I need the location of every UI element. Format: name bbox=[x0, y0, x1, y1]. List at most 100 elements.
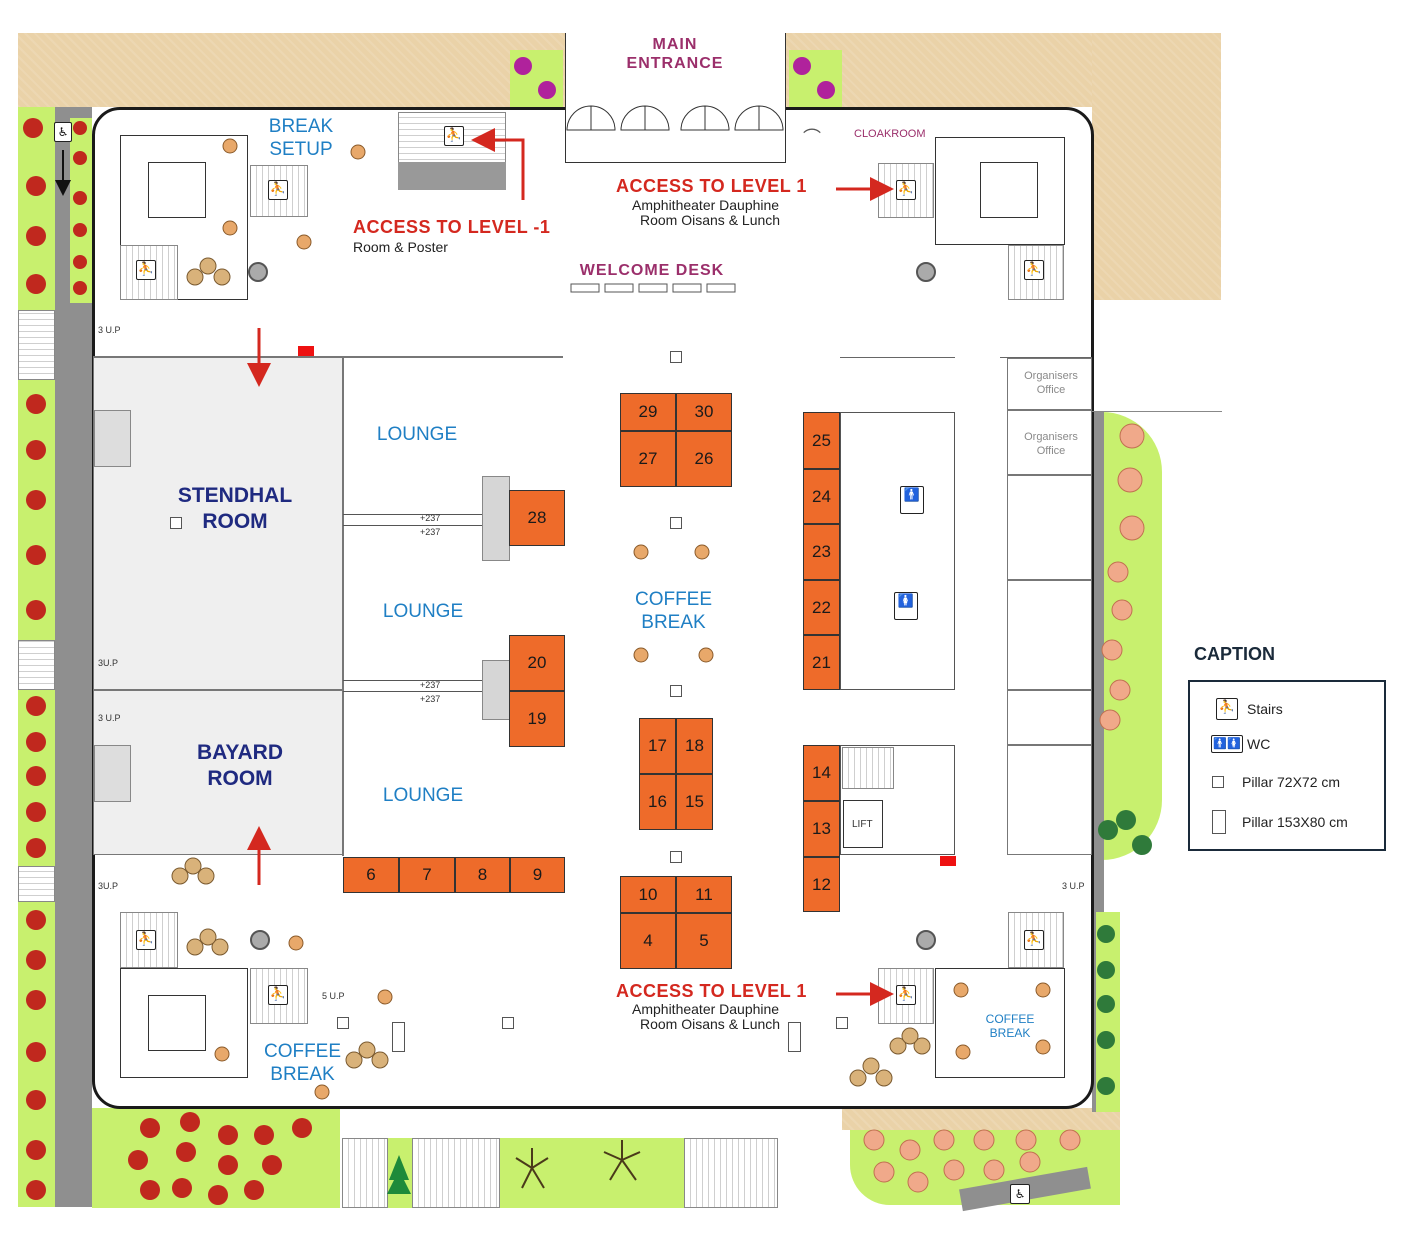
bayard-screen bbox=[94, 745, 131, 802]
terrace-bottom-right bbox=[842, 1108, 1120, 1130]
booth-16[interactable]: 16 bbox=[639, 774, 676, 830]
pillar-72 bbox=[836, 1017, 848, 1029]
booth-24[interactable]: 24 bbox=[803, 469, 840, 524]
bin-icon bbox=[250, 930, 270, 950]
screen-mark: +237 bbox=[420, 527, 441, 537]
booth-22[interactable]: 22 bbox=[803, 580, 840, 635]
stairs-bottom-left-1 bbox=[120, 912, 178, 968]
stairs-icon: ⛹ bbox=[136, 260, 156, 280]
office-3 bbox=[1007, 475, 1092, 580]
booth-18[interactable]: 18 bbox=[676, 718, 713, 774]
service-stairs bbox=[842, 747, 894, 789]
wc-men-icon: 🚹 bbox=[900, 486, 924, 514]
pillar-72 bbox=[502, 1017, 514, 1029]
welcome-desk-label: WELCOME DESK bbox=[579, 262, 725, 279]
booth-21[interactable]: 21 bbox=[803, 635, 840, 690]
stairs-icon: ⛹ bbox=[1024, 930, 1044, 950]
stairs-icon: ⛹ bbox=[1024, 260, 1044, 280]
stairs-icon: ⛹ bbox=[268, 180, 288, 200]
booth-20[interactable]: 20 bbox=[509, 635, 565, 691]
service-block bbox=[840, 745, 955, 855]
screen-mark: +237 bbox=[420, 680, 441, 690]
stair-core-top-right bbox=[935, 137, 1065, 245]
extinguisher-icon bbox=[298, 346, 314, 356]
lounge-label: LOUNGE bbox=[382, 785, 464, 806]
lounge-label: LOUNGE bbox=[382, 601, 464, 622]
steps-bottom-1 bbox=[412, 1138, 500, 1208]
garden-bottom-center bbox=[500, 1138, 684, 1208]
office-4 bbox=[1007, 580, 1092, 690]
divider bbox=[343, 680, 483, 692]
booth-9[interactable]: 9 bbox=[510, 857, 565, 893]
booth-23[interactable]: 23 bbox=[803, 524, 840, 580]
stairs-top-left-2 bbox=[120, 245, 178, 300]
pillar-153 bbox=[788, 1022, 801, 1052]
booth-15[interactable]: 15 bbox=[676, 774, 713, 830]
access-level1-title-top: ACCESS TO LEVEL 1 bbox=[616, 176, 807, 196]
up-mark: 3 U.P bbox=[98, 713, 121, 723]
booth-12[interactable]: 12 bbox=[803, 857, 840, 912]
steps-left-2 bbox=[18, 640, 55, 690]
stendhal-room-label: STENDHAL ROOM bbox=[177, 484, 293, 533]
steps-bottom-2 bbox=[684, 1138, 778, 1208]
lift-shaft-bottom-left bbox=[148, 995, 206, 1051]
booth-8[interactable]: 8 bbox=[455, 857, 510, 893]
pillar-72-icon bbox=[1212, 776, 1224, 788]
booth-30[interactable]: 30 bbox=[676, 393, 732, 431]
booth-6[interactable]: 6 bbox=[343, 857, 399, 893]
up-mark: 3U.P bbox=[98, 658, 119, 668]
wall bbox=[342, 356, 344, 856]
organisers-office-label: Organisers Office bbox=[1024, 431, 1078, 457]
booth-19[interactable]: 19 bbox=[509, 691, 565, 747]
access-level1-sub2-top: Room Oisans & Lunch bbox=[640, 212, 781, 228]
booth-25[interactable]: 25 bbox=[803, 412, 840, 469]
corridor-wall bbox=[840, 357, 955, 358]
entrance-vestibule bbox=[565, 33, 786, 163]
entrance-doors bbox=[566, 105, 784, 131]
steps-left-1 bbox=[18, 310, 55, 380]
stairs-level-minus1-landing bbox=[398, 162, 506, 190]
terrace-right bbox=[1092, 33, 1221, 300]
pillar-72 bbox=[670, 351, 682, 363]
accessibility-icon: ♿ bbox=[54, 122, 72, 142]
access-minus1-sub: Room & Poster bbox=[353, 239, 448, 255]
booth-11[interactable]: 11 bbox=[676, 876, 732, 913]
office-6 bbox=[1007, 745, 1092, 855]
booth-4[interactable]: 4 bbox=[620, 913, 676, 969]
booth-13[interactable]: 13 bbox=[803, 801, 840, 857]
up-mark: 3U.P bbox=[98, 881, 119, 891]
stairs-icon: ⛹ bbox=[444, 126, 464, 146]
stair-core-bottom-right bbox=[935, 968, 1065, 1078]
caption-title: CAPTION bbox=[1194, 644, 1275, 664]
booth-10[interactable]: 10 bbox=[620, 876, 676, 913]
booth-7[interactable]: 7 bbox=[399, 857, 455, 893]
office-2 bbox=[1007, 410, 1092, 475]
caption-pillar-153: Pillar 153X80 cm bbox=[1242, 814, 1348, 830]
cloakroom-label: CLOAKROOM bbox=[854, 128, 926, 140]
screen-mark: +237 bbox=[420, 513, 441, 523]
caption-pillar-72: Pillar 72X72 cm bbox=[1242, 774, 1341, 790]
booth-5[interactable]: 5 bbox=[676, 913, 732, 969]
booth-27[interactable]: 27 bbox=[620, 431, 676, 487]
pillar-72 bbox=[170, 517, 182, 529]
stair-core-bottom-left bbox=[120, 968, 248, 1078]
bin-icon bbox=[916, 262, 936, 282]
pillar-72 bbox=[337, 1017, 349, 1029]
booth-14[interactable]: 14 bbox=[803, 745, 840, 801]
pillar-72 bbox=[670, 517, 682, 529]
office-1 bbox=[1007, 358, 1092, 410]
booth-26[interactable]: 26 bbox=[676, 431, 732, 487]
wc-icon: 🚹🚺 bbox=[1211, 735, 1243, 753]
lounge-label: LOUNGE bbox=[376, 424, 458, 445]
coffee-break-label: COFFEE BREAK bbox=[985, 1012, 1035, 1040]
up-mark: 3 U.P bbox=[98, 325, 121, 335]
stairs-icon: ⛹ bbox=[1216, 698, 1238, 720]
booth-28[interactable]: 28 bbox=[509, 490, 565, 546]
pillar-72 bbox=[670, 685, 682, 697]
booth-29[interactable]: 29 bbox=[620, 393, 676, 431]
office-5 bbox=[1007, 690, 1092, 745]
extinguisher-icon bbox=[940, 856, 956, 866]
up-mark: 3 U.P bbox=[1062, 881, 1085, 891]
booth-17[interactable]: 17 bbox=[639, 718, 676, 774]
lift-label: LIFT bbox=[852, 819, 873, 830]
